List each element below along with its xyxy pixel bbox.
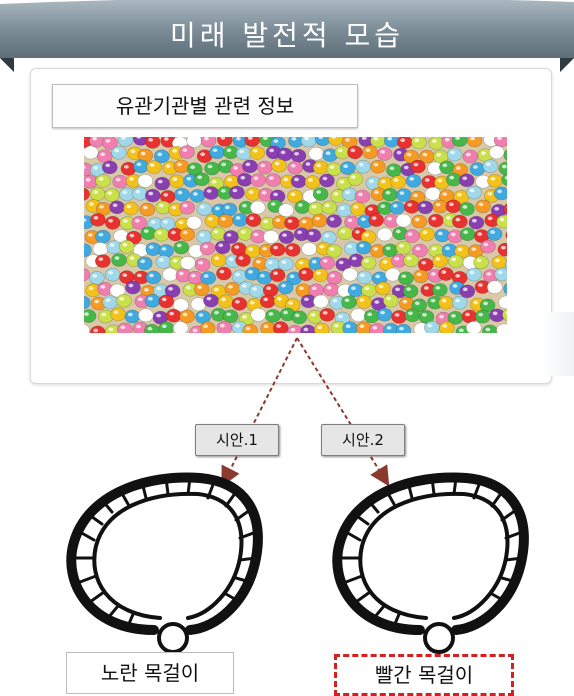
option-2-caption: 빨간 목걸이 xyxy=(334,654,514,696)
colorful-beads-image xyxy=(84,137,507,333)
option-2-tag: 시안.2 xyxy=(321,424,405,456)
related-info-label: 유관기관별 관련 정보 xyxy=(52,84,358,128)
side-band xyxy=(540,312,574,376)
necklace-icon xyxy=(316,462,564,656)
option-1-caption: 노란 목걸이 xyxy=(66,652,234,694)
option-1-tag: 시안.1 xyxy=(195,424,279,456)
necklace-icon xyxy=(50,462,298,656)
page-title: 미래 발전적 모습 xyxy=(0,14,574,54)
